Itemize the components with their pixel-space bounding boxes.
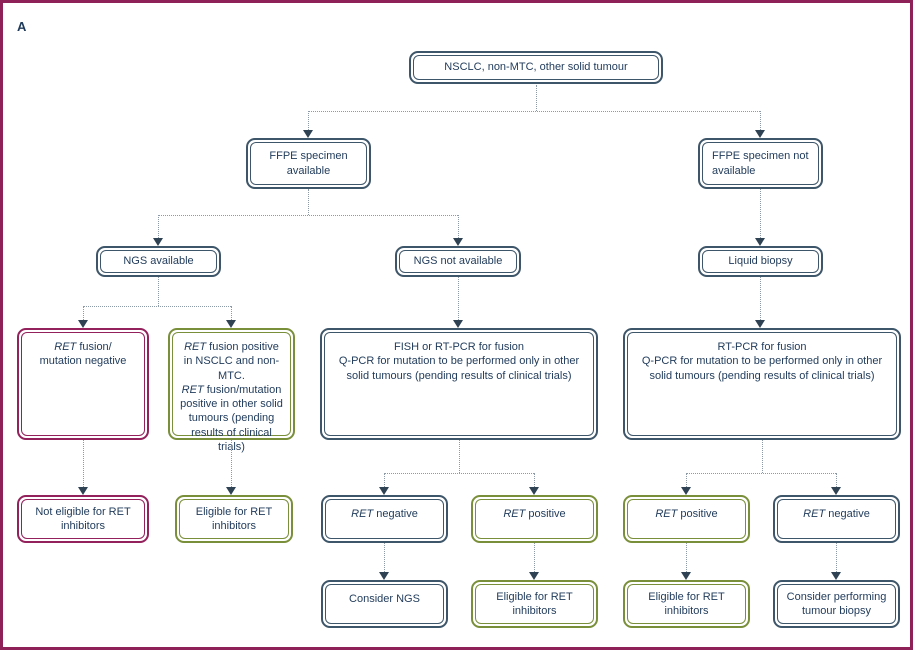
arrow-down-icon bbox=[831, 487, 841, 495]
connector-line bbox=[384, 543, 385, 572]
node-ffpe-available-label: FFPE specimen available bbox=[269, 150, 348, 177]
node-root-label: NSCLC, non-MTC, other solid tumour bbox=[444, 61, 628, 74]
node-ngs-not-available-label: NGS not available bbox=[413, 255, 503, 268]
node-liquid-biopsy-label: Liquid biopsy bbox=[728, 255, 793, 268]
arrow-down-icon bbox=[78, 320, 88, 328]
connector-line bbox=[686, 543, 687, 572]
node-consider-tumour-biopsy-label: Consider performing tumour biopsy bbox=[786, 590, 887, 617]
node-fish-rtpcr: FISH or RT-PCR for fusion Q-PCR for muta… bbox=[320, 328, 598, 440]
node-ffpe-not-available-label: FFPE specimen not available bbox=[712, 150, 809, 177]
node-ret-positive-1-label: RET positive bbox=[503, 508, 566, 520]
connector-line bbox=[459, 440, 460, 473]
connector-line bbox=[760, 277, 761, 320]
arrow-down-icon bbox=[379, 572, 389, 580]
node-ret-negative-1-label: RET negative bbox=[351, 508, 418, 520]
node-ret-fusion-positive: RET fusion positive in NSCLC and non-MTC… bbox=[168, 328, 295, 453]
node-rtpcr: RT-PCR for fusion Q-PCR for mutation to … bbox=[623, 328, 901, 440]
arrow-down-icon bbox=[755, 130, 765, 138]
connector-line bbox=[686, 473, 836, 474]
connector-line bbox=[308, 111, 760, 112]
connector-line bbox=[384, 473, 385, 487]
connector-line bbox=[458, 215, 459, 238]
node-ngs-available-label: NGS available bbox=[123, 255, 194, 268]
connector-line bbox=[384, 473, 534, 474]
arrow-down-icon bbox=[755, 320, 765, 328]
connector-line bbox=[83, 306, 84, 320]
node-consider-ngs-label: Consider NGS bbox=[349, 593, 420, 605]
node-root: NSCLC, non-MTC, other solid tumour bbox=[409, 51, 663, 84]
arrow-down-icon bbox=[453, 320, 463, 328]
connector-line bbox=[762, 440, 763, 473]
node-ngs-available: NGS available bbox=[96, 246, 221, 277]
connector-line bbox=[534, 543, 535, 572]
node-eligible-3: Eligible for RET inhibitors bbox=[623, 580, 750, 628]
node-rtpcr-label: RT-PCR for fusion Q-PCR for mutation to … bbox=[641, 341, 883, 382]
node-consider-ngs: Consider NGS bbox=[321, 580, 448, 628]
connector-line bbox=[458, 277, 459, 320]
connector-line bbox=[158, 215, 159, 238]
arrow-down-icon bbox=[226, 320, 236, 328]
arrow-down-icon bbox=[453, 238, 463, 246]
connector-line bbox=[686, 473, 687, 487]
connector-line bbox=[231, 440, 232, 487]
node-ret-positive-2-label: RET positive bbox=[655, 508, 718, 520]
node-eligible-3-label: Eligible for RET inhibitors bbox=[648, 590, 725, 617]
arrow-down-icon bbox=[755, 238, 765, 246]
panel-letter: A bbox=[17, 19, 27, 34]
node-ret-positive-2: RET positive bbox=[623, 495, 750, 543]
arrow-down-icon bbox=[681, 572, 691, 580]
connector-line bbox=[534, 473, 535, 487]
connector-line bbox=[760, 189, 761, 238]
node-ret-negative-1: RET negative bbox=[321, 495, 448, 543]
connector-line bbox=[308, 189, 309, 215]
arrow-down-icon bbox=[529, 487, 539, 495]
connector-line bbox=[836, 473, 837, 487]
node-ngs-not-available: NGS not available bbox=[395, 246, 521, 277]
connector-line bbox=[231, 306, 232, 320]
connector-line bbox=[308, 111, 309, 130]
node-not-eligible-label: Not eligible for RET inhibitors bbox=[35, 505, 131, 532]
arrow-down-icon bbox=[153, 238, 163, 246]
connector-line bbox=[760, 111, 761, 130]
connector-line bbox=[536, 85, 537, 111]
node-ret-negative-2: RET negative bbox=[773, 495, 900, 543]
arrow-down-icon bbox=[226, 487, 236, 495]
arrow-down-icon bbox=[831, 572, 841, 580]
connector-line bbox=[158, 215, 458, 216]
node-eligible-1-label: Eligible for RET inhibitors bbox=[195, 505, 273, 532]
arrow-down-icon bbox=[681, 487, 691, 495]
node-eligible-2: Eligible for RET inhibitors bbox=[471, 580, 598, 628]
arrow-down-icon bbox=[303, 130, 313, 138]
connector-line bbox=[158, 277, 159, 306]
node-ffpe-available: FFPE specimen available bbox=[246, 138, 371, 189]
node-ret-fusion-positive-label: RET fusion positive in NSCLC and non-MTC… bbox=[180, 341, 283, 454]
connector-line bbox=[836, 543, 837, 572]
node-not-eligible: Not eligible for RET inhibitors bbox=[17, 495, 149, 543]
node-ret-fusion-mutation-negative: RET fusion/ mutation negative bbox=[17, 328, 149, 440]
arrow-down-icon bbox=[529, 572, 539, 580]
node-fish-rtpcr-label: FISH or RT-PCR for fusion Q-PCR for muta… bbox=[338, 341, 580, 382]
arrow-down-icon bbox=[78, 487, 88, 495]
node-eligible-1: Eligible for RET inhibitors bbox=[175, 495, 293, 543]
node-ret-negative-2-label: RET negative bbox=[803, 508, 870, 520]
node-ret-positive-1: RET positive bbox=[471, 495, 598, 543]
node-consider-tumour-biopsy: Consider performing tumour biopsy bbox=[773, 580, 900, 628]
arrow-down-icon bbox=[379, 487, 389, 495]
node-ffpe-not-available: FFPE specimen not available bbox=[698, 138, 823, 189]
node-eligible-2-label: Eligible for RET inhibitors bbox=[496, 590, 573, 617]
node-liquid-biopsy: Liquid biopsy bbox=[698, 246, 823, 277]
connector-line bbox=[83, 440, 84, 487]
connector-line bbox=[83, 306, 231, 307]
node-ret-fusion-mutation-negative-label: RET fusion/ mutation negative bbox=[39, 341, 127, 368]
